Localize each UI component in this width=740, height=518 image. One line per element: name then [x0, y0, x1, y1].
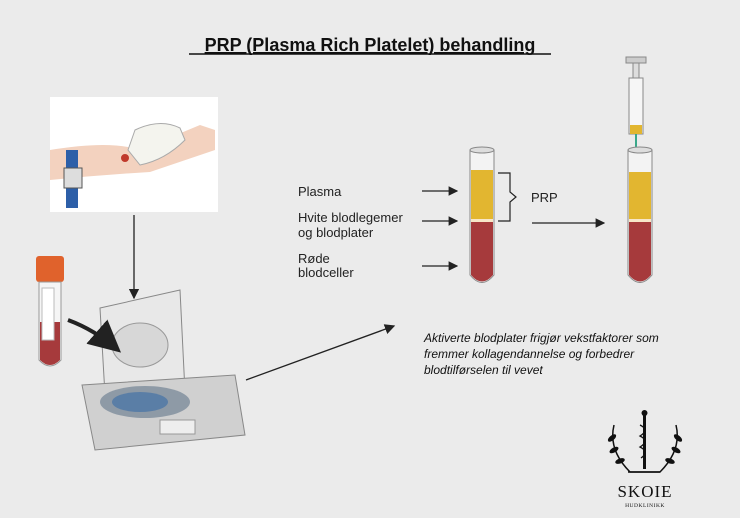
label-white-cells-1: Hvite blodlegemer	[298, 210, 403, 225]
logo-subtitle: HUDKLINIKK	[625, 503, 665, 509]
skoie-logo: SKOIE HUDKLINIKK	[607, 410, 683, 509]
separated-tube	[469, 146, 495, 283]
blood-sample-tube	[36, 256, 64, 367]
centrifuge-illustration	[67, 289, 246, 451]
label-red-cells-1: Røde	[298, 251, 330, 266]
logo-name: SKOIE	[617, 482, 672, 501]
arrow-to-description	[245, 324, 396, 381]
blood-draw-illustration	[50, 97, 218, 212]
page-title: PRP (Plasma Rich Platelet) behandling	[205, 35, 536, 55]
description-line-2: fremmer kollagendannelse og forbedrer	[424, 347, 635, 361]
label-red-cells-2: blodceller	[298, 265, 354, 280]
label-white-cells-2: og blodplater	[298, 225, 374, 240]
description-line-1: Aktiverte blodplater frigjør vekstfaktor…	[423, 331, 659, 345]
prp-bracket	[498, 172, 517, 222]
description-line-3: blodtilførselen til vevet	[424, 363, 543, 377]
syringe-tube	[625, 56, 653, 283]
label-plasma: Plasma	[298, 184, 342, 199]
label-prp: PRP	[531, 190, 558, 205]
